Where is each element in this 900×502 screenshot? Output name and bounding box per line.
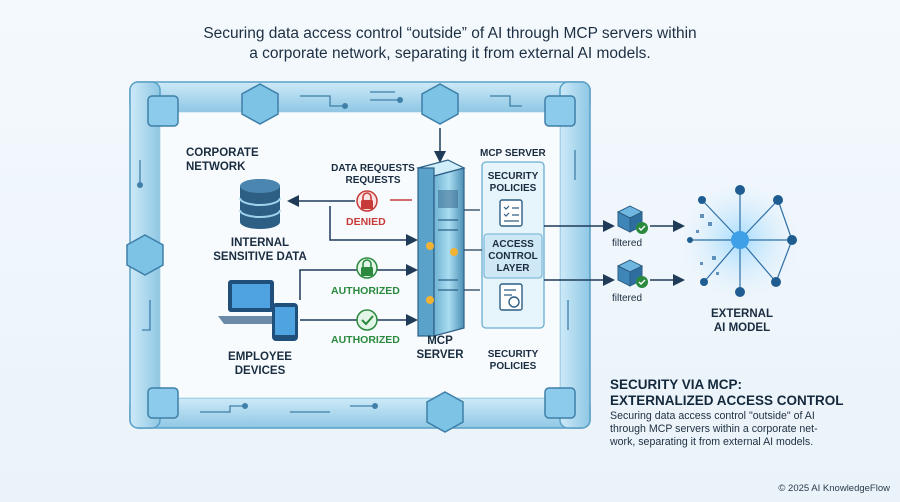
filtered-label-2: filtered	[612, 293, 643, 304]
internal-data-label: INTERNAL SENSITIVE DATA	[213, 237, 307, 263]
lock-denied-icon	[356, 190, 378, 212]
corporate-network-frame	[126, 81, 591, 433]
certificate-icon	[499, 283, 523, 311]
security-policies-top-label: SECURITY POLICIES	[487, 171, 539, 194]
security-policy-panel	[464, 161, 545, 329]
employee-devices-label: EMPLOYEE DEVICES	[228, 351, 292, 377]
corporate-network-label: CORPORATE NETWORK	[186, 147, 259, 173]
external-ai-label: EXTERNAL AI MODEL	[711, 308, 773, 334]
database-icon	[239, 179, 281, 229]
data-requests-label: DATA REQUESTS REQUESTS	[331, 163, 415, 186]
mcp-server-bottom-label: MCP SERVER	[416, 335, 464, 361]
page-title: Securing data access control “outside” o…	[150, 24, 750, 64]
checklist-icon	[499, 199, 523, 227]
access-control-layer-label: ACCESS CONTROL LAYER	[488, 239, 538, 274]
laptop-icon	[218, 280, 284, 324]
arrow-request	[329, 206, 418, 246]
security-description: Securing data access control "outside" o…	[610, 410, 818, 448]
authorized-label-2: AUTHORIZED	[331, 334, 400, 346]
lock-authorized-icon	[356, 257, 378, 279]
check-authorized-icon	[356, 309, 378, 331]
security-policies-bottom-label: SECURITY POLICIES	[487, 349, 539, 372]
filtered-label-1: filtered	[612, 238, 643, 249]
ai-network-icon	[680, 180, 800, 300]
title-line-2: a corporate network, separating it from …	[249, 45, 651, 62]
filtered-cube-icon-2	[616, 259, 648, 288]
denied-label: DENIED	[346, 216, 386, 228]
security-heading: SECURITY VIA MCP: EXTERNALIZED ACCESS CO…	[610, 377, 844, 408]
filtered-cube-icon-1	[616, 205, 648, 234]
copyright: © 2025 AI KnowledgeFlow	[778, 483, 890, 494]
tablet-icon	[272, 303, 298, 341]
authorized-label-1: AUTHORIZED	[331, 285, 400, 297]
mcp-server-tower	[416, 159, 466, 337]
title-line-1: Securing data access control “outside” o…	[203, 25, 697, 42]
mcp-server-top-label: MCP SERVER	[480, 148, 546, 159]
